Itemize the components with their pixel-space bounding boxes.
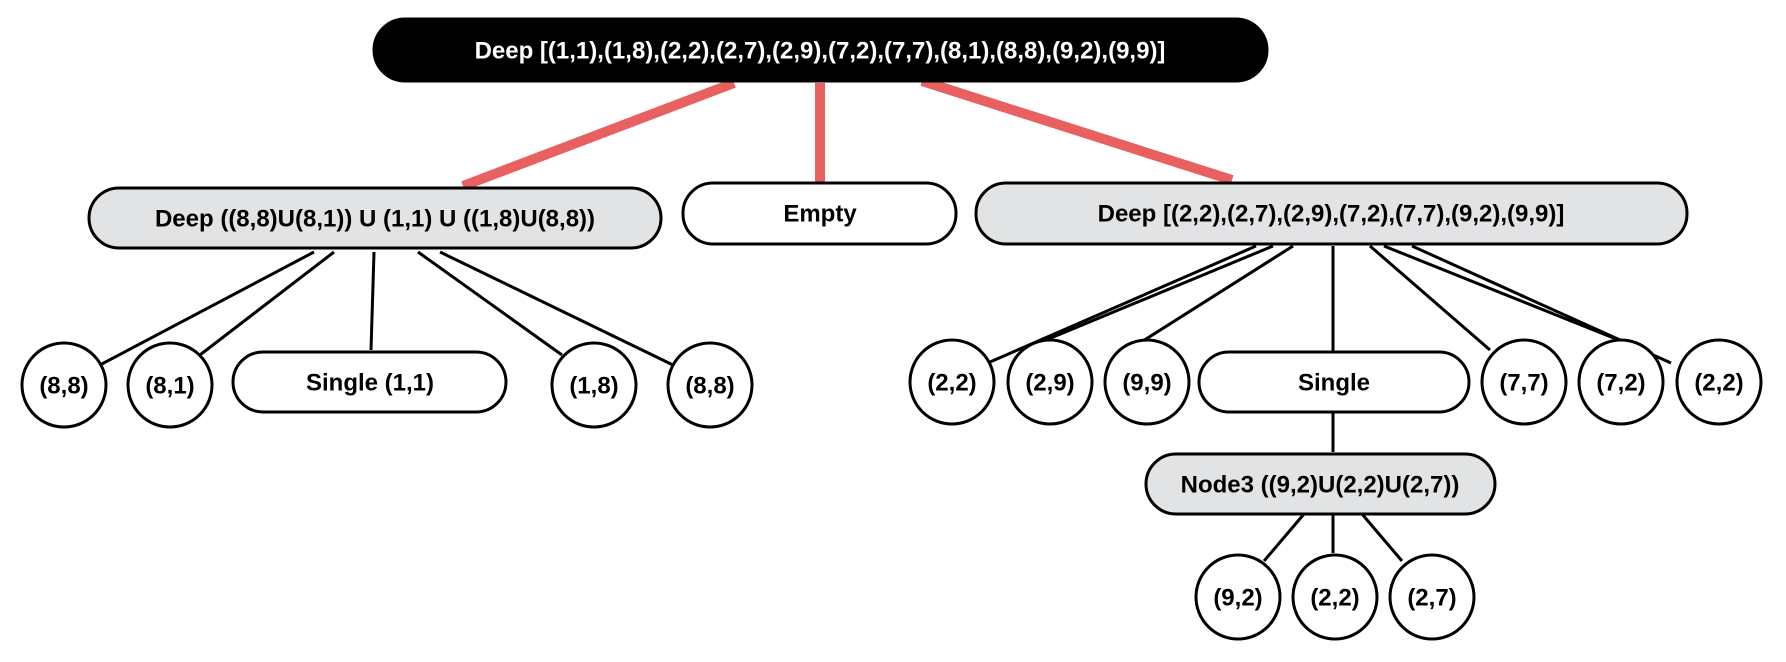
left-deep-node: Deep ((8,8)U(8,1)) U (1,1) U ((1,8)U(8,8… (87, 186, 663, 250)
right-child-3-single: Single (1197, 350, 1471, 414)
right-child-6-label: (2,2) (1694, 370, 1743, 397)
node3-child-1: (2,2) (1291, 553, 1379, 641)
node3-node-label: Node3 ((9,2)U(2,2)U(2,7)) (1181, 472, 1460, 499)
right-deep-node: Deep [(2,2),(2,7),(2,9),(7,2),(7,7),(9,2… (974, 181, 1689, 246)
edge-left-c3 (417, 250, 563, 357)
left-child-4-label: (8,8) (685, 373, 734, 400)
node3-child-2: (2,7) (1388, 553, 1476, 641)
right-child-1-label: (2,9) (1025, 370, 1074, 397)
edge-root-right (920, 76, 1234, 185)
node3-node: Node3 ((9,2)U(2,2)U(2,7)) (1144, 452, 1497, 516)
right-child-0-label: (2,2) (927, 370, 976, 397)
right-child-0: (2,2) (908, 338, 996, 426)
empty-node-label: Empty (783, 201, 857, 228)
root-node: Deep [(1,1),(1,8),(2,2),(2,7),(2,9),(7,2… (372, 17, 1269, 83)
right-deep-node-label: Deep [(2,2),(2,7),(2,9),(7,2),(7,7),(9,2… (1098, 201, 1565, 228)
root-edges (461, 76, 1234, 191)
right-child-2: (9,9) (1103, 338, 1191, 426)
right-child-5: (7,2) (1577, 338, 1665, 426)
edge-right-c4 (1369, 244, 1491, 352)
edge-left-c2 (369, 251, 376, 351)
left-child-4: (8,8) (666, 341, 754, 429)
left-child-1-label: (8,1) (145, 373, 194, 400)
right-child-4-label: (7,7) (1499, 370, 1548, 397)
right-child-1: (2,9) (1006, 338, 1094, 426)
node3-child-2-label: (2,7) (1407, 585, 1456, 612)
left-child-3: (1,8) (550, 341, 638, 429)
edge-left-c0 (97, 250, 315, 368)
root-node-label: Deep [(1,1),(1,8),(2,2),(2,7),(2,9),(7,2… (475, 38, 1166, 65)
right-child-5-label: (7,2) (1596, 370, 1645, 397)
left-child-2-single: Single (1,1) (231, 350, 508, 414)
left-child-2-label: Single (1,1) (306, 370, 434, 397)
empty-node: Empty (681, 181, 958, 246)
edge-right-c1 (1045, 244, 1274, 342)
right-child-4: (7,7) (1480, 338, 1568, 426)
edge-left-c1 (195, 250, 335, 360)
right-child-6: (2,2) (1675, 338, 1763, 426)
left-child-1: (8,1) (126, 341, 214, 429)
right-child-2-label: (9,9) (1122, 370, 1171, 397)
node3-child-0: (9,2) (1194, 553, 1282, 641)
node3-child-0-label: (9,2) (1213, 585, 1262, 612)
edge-left-c4 (439, 250, 674, 367)
edge-node3-c2 (1360, 513, 1404, 562)
left-child-3-label: (1,8) (569, 373, 618, 400)
edge-right-c5 (1383, 244, 1617, 341)
left-child-0-label: (8,8) (39, 373, 88, 400)
edge-root-left (461, 78, 736, 191)
node3-child-1-label: (2,2) (1310, 585, 1359, 612)
left-child-0: (8,8) (20, 341, 108, 429)
right-child-3-label: Single (1298, 370, 1370, 397)
edge-node3-c0 (1262, 513, 1306, 562)
left-deep-node-label: Deep ((8,8)U(8,1)) U (1,1) U ((1,8)U(8,8… (155, 206, 595, 233)
